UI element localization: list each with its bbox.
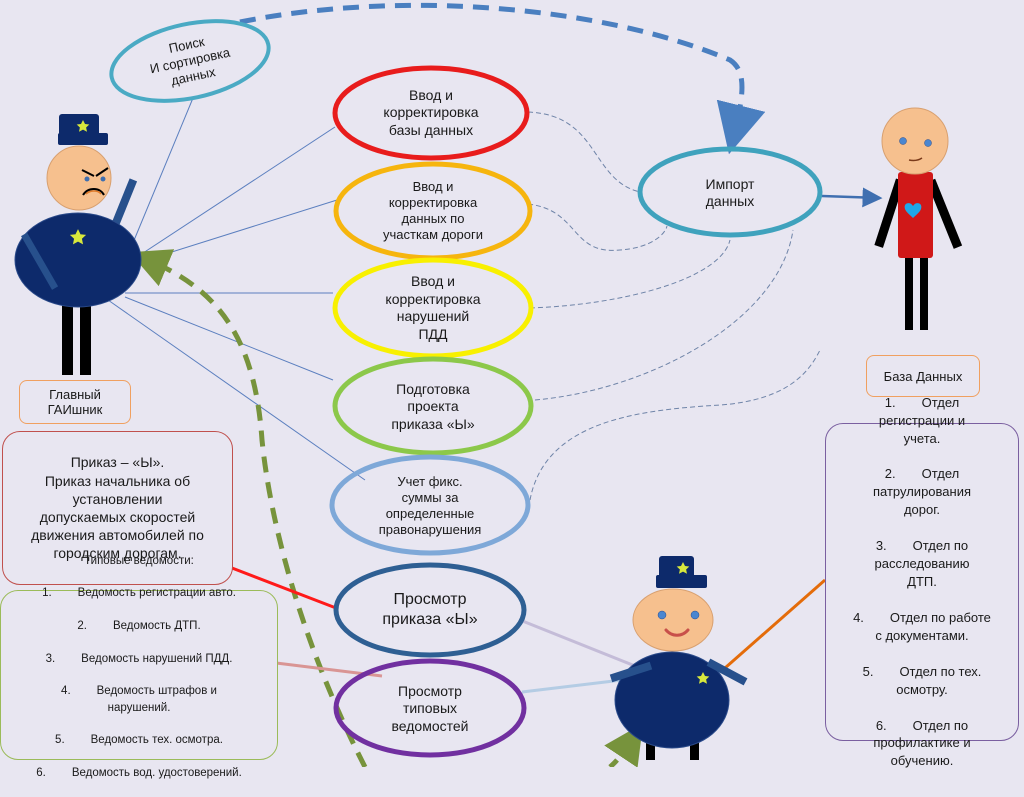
officer-eye-right — [690, 610, 700, 620]
use-case-order-prep-ellipse[interactable] — [332, 356, 534, 456]
officer-shoulder-left — [609, 661, 653, 683]
db-leg-right — [920, 255, 928, 330]
department-item: 2.Отдел патрулирования дорог. — [872, 466, 971, 518]
chief-leg-right — [80, 300, 91, 375]
reports-note: Типовые ведомости: 1.Ведомость регистрац… — [0, 555, 278, 779]
department-item: 5.Отдел по тех. осмотру. — [862, 663, 982, 697]
department-item: 1.Отдел регистрации и учета. — [878, 394, 966, 446]
assoc-chief-db-edit — [139, 126, 336, 256]
officer-shoulder-right — [706, 658, 748, 686]
chief-eye-left — [84, 176, 90, 182]
officer-body — [614, 651, 730, 749]
officer-leg-right — [690, 738, 699, 760]
department-item: 3.Отдел по расследованию ДТП. — [874, 538, 970, 590]
departments-note: 1.Отдел регистрации и учета. 2.Отдел пат… — [825, 395, 1019, 768]
department-item: 6.Отдел по профилактике и обучению. — [873, 717, 971, 769]
chief-frown — [82, 188, 105, 196]
chief-leg-left — [62, 300, 73, 375]
use-case-diagram: Поиск И сортировка данных Ввод и коррект… — [0, 2, 1019, 779]
officer-eye-left — [657, 610, 667, 620]
use-case-road-edit-label: Ввод и корректировка данных по участкам … — [383, 178, 483, 243]
use-case-violations-label: Ввод и корректировка нарушений ПДД — [385, 273, 481, 342]
dashed-arrow-search-to-import — [239, 2, 766, 155]
db-eye-left — [899, 137, 907, 145]
assoc-chief-road-edit — [139, 199, 338, 263]
report-item: 1.Ведомость регистрации авто. — [42, 587, 236, 600]
report-item: 4.Ведомость штрафов и нарушений. — [61, 685, 217, 714]
chief-eye-right — [100, 176, 106, 182]
dep-road-edit-import — [527, 203, 668, 251]
connector-officer-departments — [724, 578, 826, 670]
use-case-db-edit-label: Ввод и корректировка базы данных — [383, 86, 479, 138]
db-eye-right — [924, 139, 932, 147]
use-case-order-view-ellipse[interactable] — [333, 562, 527, 658]
assoc-chief-fines — [107, 299, 366, 481]
chief-strap — [21, 232, 59, 290]
use-case-reports-view-label: Просмотр типовых ведомостей — [391, 682, 469, 734]
dep-fines-import — [529, 349, 821, 501]
report-item: 5.Ведомость тех. осмотра. — [55, 734, 223, 747]
report-item: 3.Ведомость нарушений ПДД. — [45, 652, 233, 665]
connector-officer-reports-view — [521, 678, 623, 694]
use-case-fines-ellipse[interactable] — [329, 454, 531, 556]
heart-icon — [904, 203, 922, 218]
departments-list: 1.Отдел регистрации и учета. 2.Отдел пат… — [853, 376, 991, 789]
db-head — [881, 107, 949, 175]
department-item: 4.Отдел по работе с документами. — [853, 609, 991, 643]
chief-body — [14, 212, 142, 308]
officer-head — [632, 588, 714, 652]
officer-leg-left — [646, 738, 655, 760]
actor-officer[interactable] — [609, 556, 748, 760]
db-leg-left — [905, 255, 913, 330]
use-case-import-label: Импорт данных — [705, 175, 755, 210]
db-arm-right — [926, 178, 963, 249]
diagram-canvas — [14, 2, 963, 767]
report-item: 6.Ведомость вод. удостоверений. — [36, 766, 242, 779]
officer-badge-icon — [696, 672, 710, 684]
use-case-reports-view-ellipse[interactable] — [333, 658, 527, 758]
order-note: Приказ – «Ы». Приказ начальника об устан… — [2, 431, 233, 585]
assoc-import-database — [821, 187, 883, 208]
use-case-order-view-label: Просмотр приказа «Ы» — [382, 591, 478, 628]
officer-cap-brim — [656, 575, 707, 588]
chief-badge-icon — [69, 229, 87, 245]
chief-baton — [110, 178, 138, 228]
officer-cap-top — [659, 556, 694, 580]
officer-smile — [664, 628, 690, 637]
reports-note-title: Типовые ведомости: — [84, 554, 194, 567]
use-case-import-ellipse[interactable] — [637, 146, 823, 238]
assoc-chief-order-prep — [124, 296, 334, 381]
report-item: 2.Ведомость ДТП. — [77, 619, 201, 632]
use-case-db-edit-ellipse[interactable] — [332, 65, 530, 161]
connector-officer-order-view — [519, 618, 641, 670]
chief-actor-label: Главный ГАИшник — [19, 380, 131, 424]
db-smile — [908, 157, 923, 162]
dashed-arrow-to-officer — [604, 723, 644, 767]
use-case-order-prep-label: Подготовка проекта приказа «Ы» — [391, 380, 475, 432]
db-arm-left — [874, 178, 905, 248]
use-case-fines-label: Учет фикс. суммы за определенные правона… — [378, 473, 482, 538]
dep-violations-import — [529, 239, 731, 309]
chief-brows — [81, 167, 109, 177]
chief-associations — [107, 97, 366, 481]
officer-cap-star-icon — [676, 562, 690, 574]
database-actor-label: База Данных — [866, 355, 980, 397]
actor-database[interactable] — [874, 107, 963, 330]
use-case-search-ellipse[interactable] — [104, 8, 276, 114]
connector-order-note — [231, 566, 337, 610]
import-dependencies — [527, 111, 821, 501]
dep-db-edit-import — [527, 111, 641, 193]
dep-order-prep-import — [534, 229, 794, 401]
actor-chief[interactable] — [14, 114, 142, 375]
dashed-arrow-officer-to-chief — [129, 249, 368, 767]
chief-head — [46, 145, 112, 211]
assoc-chief-search — [129, 97, 194, 251]
reports-list: 1.Ведомость регистрации авто. 2.Ведомост… — [36, 569, 242, 797]
chief-cap-brim — [58, 133, 108, 145]
use-case-violations-ellipse[interactable] — [332, 257, 534, 359]
chief-cap-star-icon — [76, 120, 90, 132]
